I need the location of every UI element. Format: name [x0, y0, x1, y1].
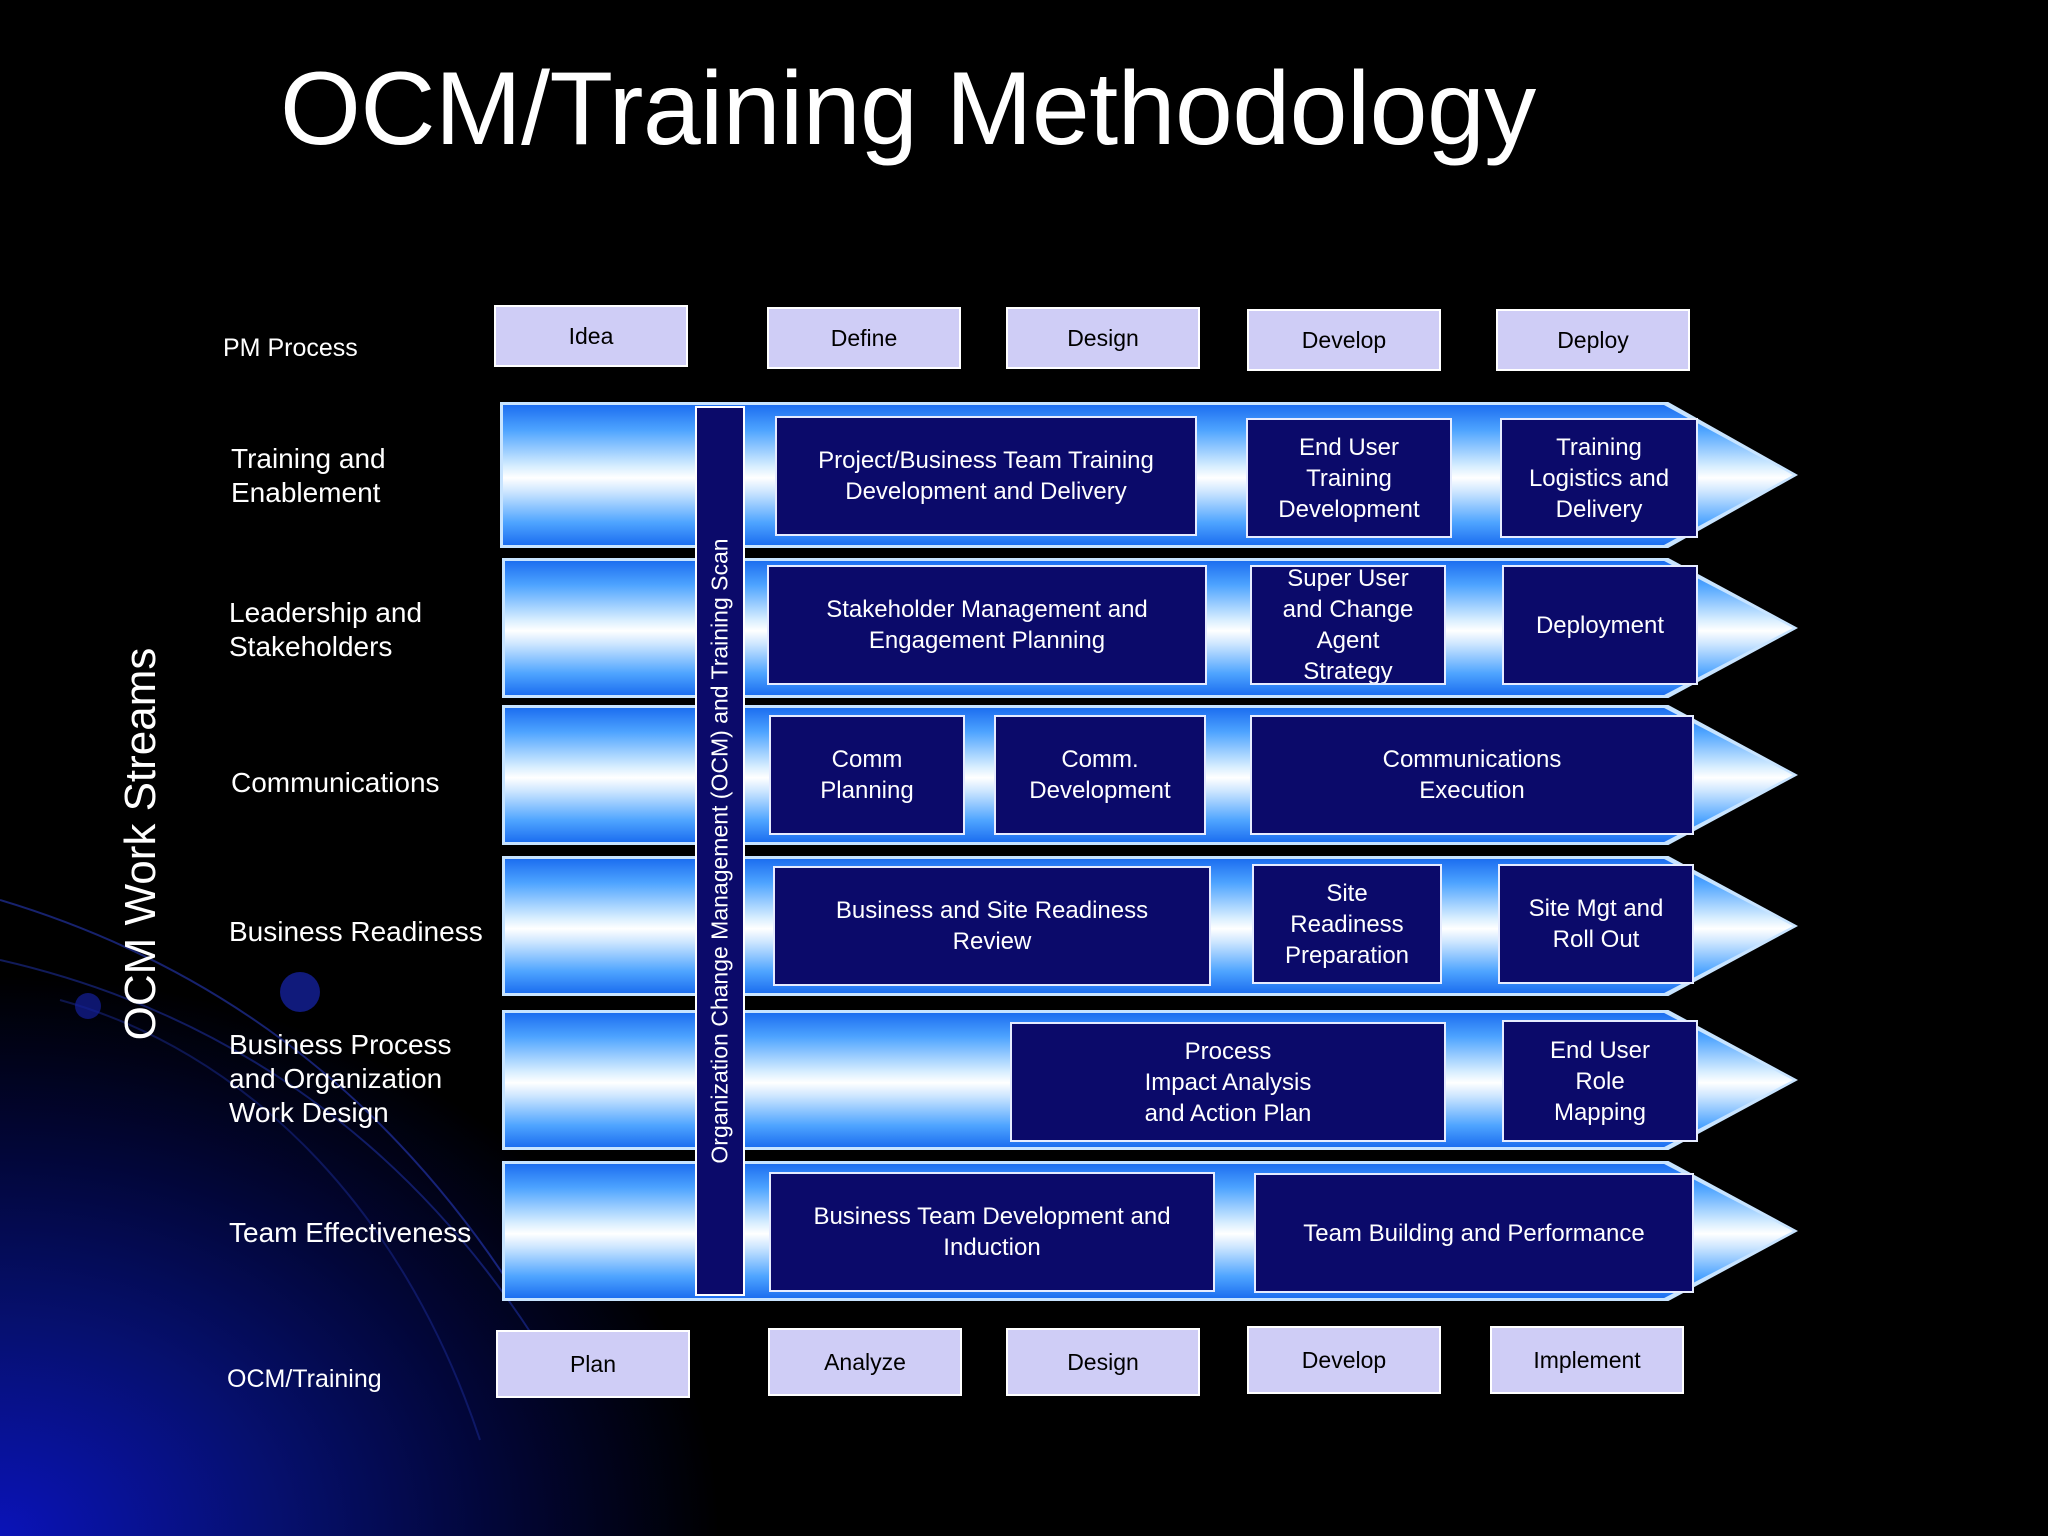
activity-project-team-training: Project/Business Team Training Developme… — [775, 416, 1197, 536]
stream-label-business-readiness: Business Readiness — [229, 916, 483, 947]
stream-label-team-effectiveness: Team Effectiveness — [229, 1217, 472, 1248]
work-streams-label-text: OCM Work Streams — [116, 647, 165, 1041]
stream-label-training: Training and Enablement — [231, 443, 386, 508]
activity-comm-development: Comm. Development — [994, 715, 1206, 835]
activity-super-user-strategy: Super User and Change Agent Strategy — [1250, 565, 1446, 685]
stream-label-leadership: Leadership and Stakeholders — [229, 597, 423, 662]
ocm-training-label: OCM/Training — [227, 1365, 382, 1393]
pm-phase-design: Design — [1006, 307, 1200, 369]
activity-site-mgt-roll-out: Site Mgt and Roll Out — [1498, 864, 1694, 984]
activity-communications-execution: Communications Execution — [1250, 715, 1694, 835]
slide-title: OCM/Training Methodology — [280, 51, 1536, 167]
stream-label-communications: Communications — [231, 767, 440, 798]
activity-business-team-development: Business Team Development and Induction — [769, 1172, 1215, 1292]
activity-end-user-role-mapping: End User Role Mapping — [1502, 1020, 1698, 1142]
activity-deployment: Deployment — [1502, 565, 1698, 685]
pm-phase-develop: Develop — [1247, 309, 1441, 371]
activity-site-readiness-preparation: Site Readiness Preparation — [1252, 864, 1442, 984]
ocm-phase-implement: Implement — [1490, 1326, 1684, 1394]
activity-comm-planning: Comm Planning — [769, 715, 965, 835]
ocm-phase-analyze: Analyze — [768, 1328, 962, 1396]
pm-phase-idea: Idea — [494, 305, 688, 367]
pm-phase-deploy: Deploy — [1496, 309, 1690, 371]
activity-end-user-training-development: End User Training Development — [1246, 418, 1452, 538]
stream-label-business-process: Business Process and Organization Work D… — [229, 1029, 452, 1128]
activity-process-impact-analysis: Process Impact Analysis and Action Plan — [1010, 1022, 1446, 1142]
activity-stakeholder-management: Stakeholder Management and Engagement Pl… — [767, 565, 1207, 685]
activity-team-building: Team Building and Performance — [1254, 1173, 1694, 1293]
pm-process-label: PM Process — [223, 334, 358, 362]
activity-site-readiness-review: Business and Site Readiness Review — [773, 866, 1211, 986]
ocm-phase-design: Design — [1006, 1328, 1200, 1396]
ocm-phase-develop: Develop — [1247, 1326, 1441, 1394]
pm-phase-define: Define — [767, 307, 961, 369]
activity-training-logistics: Training Logistics and Delivery — [1500, 418, 1698, 538]
ocm-phase-plan: Plan — [496, 1330, 690, 1398]
ocm-scan-bar: Organization Change Management (OCM) and… — [695, 406, 745, 1296]
ocm-scan-bar-label: Organization Change Management (OCM) and… — [706, 538, 733, 1164]
